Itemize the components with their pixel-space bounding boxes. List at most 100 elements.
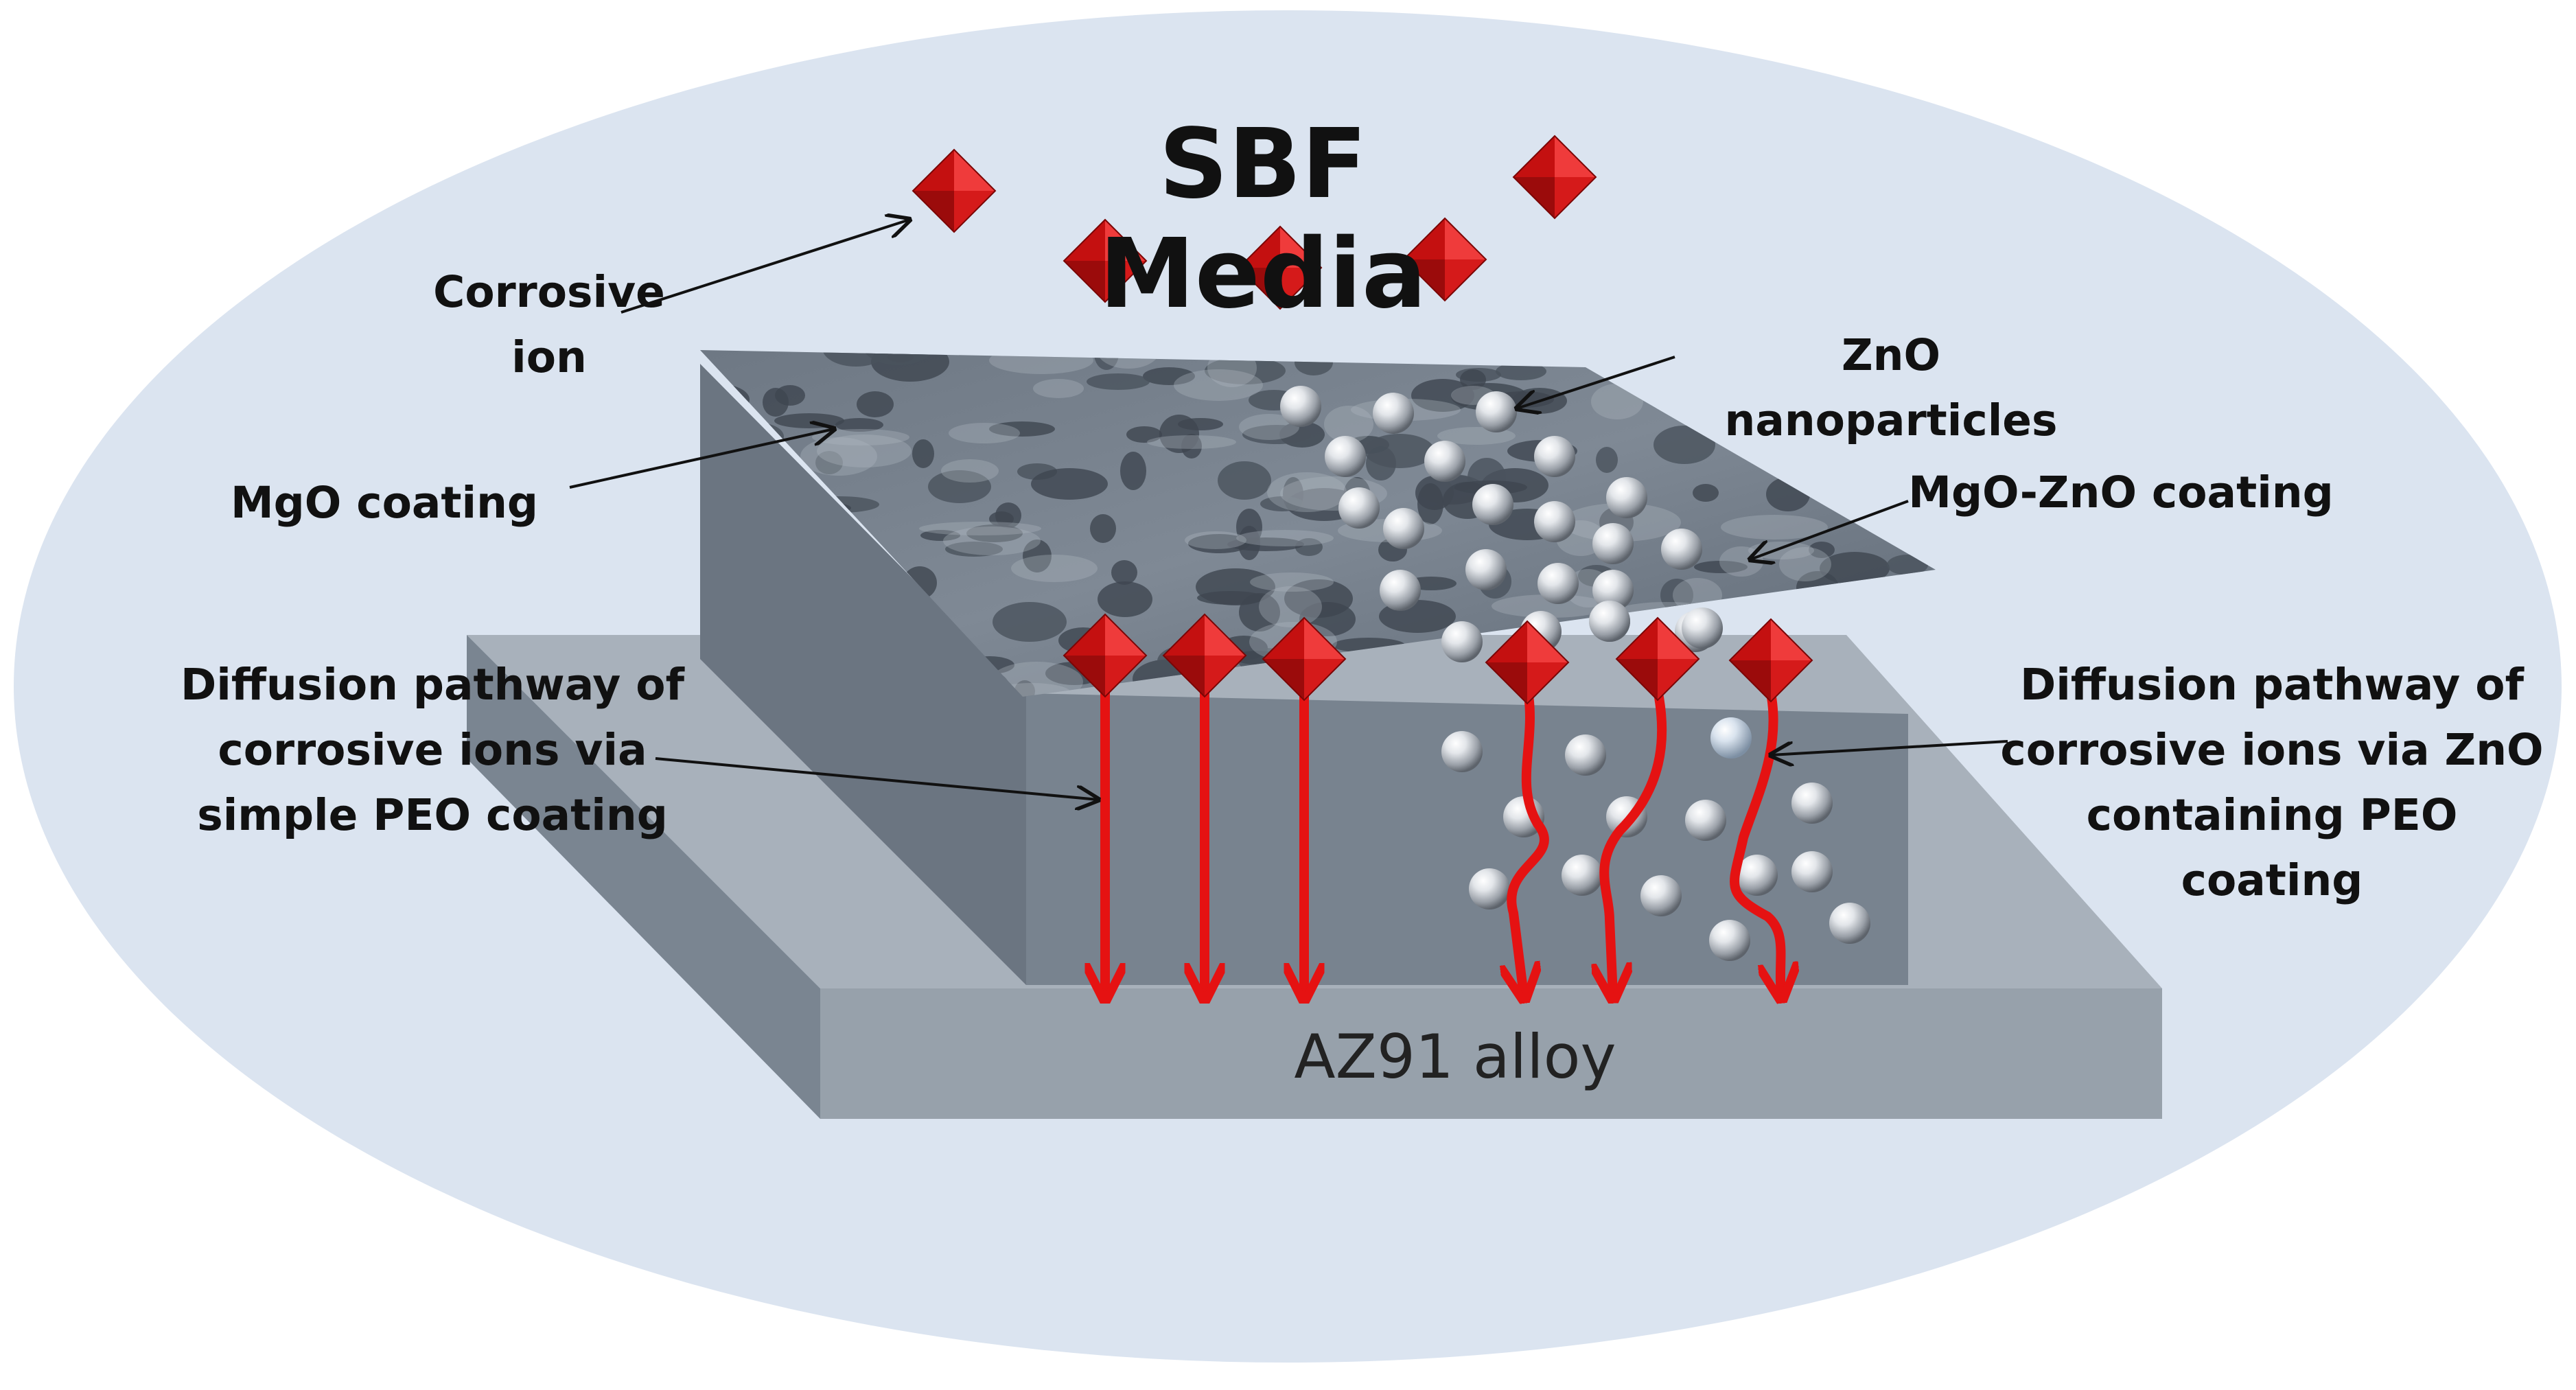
surface-highlight: [1033, 379, 1084, 398]
label-corrosive-ion: Corrosive ion: [433, 267, 665, 382]
pore-mark: [945, 542, 1003, 557]
label-mgo-zno-coating: MgO-ZnO coating: [1908, 467, 2334, 518]
zno-nanoparticle-icon: [1373, 393, 1414, 434]
zno-nanoparticle-icon: [1383, 508, 1424, 549]
pore-mark: [774, 413, 844, 428]
corrosive-ions-group: [912, 135, 1813, 705]
corrosive-ion-icon: [1063, 218, 1148, 303]
pore-mark: [1098, 581, 1152, 617]
pore-mark: [822, 350, 890, 367]
pore-mark: [993, 602, 1067, 642]
surface-highlight: [919, 522, 1041, 535]
pore-mark: [815, 451, 843, 474]
zno-nanoparticles-group: [1280, 386, 1870, 961]
surface-highlight: [949, 423, 1020, 443]
zno-nanoparticle-icon: [1472, 484, 1513, 525]
pore-mark: [989, 511, 1014, 526]
diagram-title: SBF Media: [1099, 108, 1427, 330]
pore-mark: [1090, 514, 1116, 543]
pore-mark: [1188, 534, 1250, 553]
zno-nanoparticle-icon: [1709, 920, 1750, 961]
pore-mark: [1260, 496, 1304, 511]
zno-nanoparticle-icon: [1280, 386, 1321, 427]
zno-nanoparticle-icon: [1534, 436, 1575, 477]
surface-highlight: [1097, 350, 1160, 369]
zno-nanoparticle-icon: [1661, 529, 1702, 570]
zno-nanoparticle-icon: [1791, 783, 1833, 824]
pore-mark: [1143, 367, 1195, 385]
pore-mark: [1596, 447, 1618, 473]
surface-highlight: [1147, 435, 1236, 449]
corrosive-ion-icon: [1063, 613, 1148, 698]
pore-mark: [966, 524, 1023, 542]
leader-line-mgo-coating: [569, 429, 834, 489]
pore-mark: [1087, 373, 1150, 390]
surface-highlight: [1324, 406, 1373, 443]
zno-nanoparticle-icon: [1538, 563, 1579, 604]
corrosive-ion-icon: [1615, 616, 1700, 702]
pore-mark: [1111, 560, 1137, 585]
pore-mark: [1242, 425, 1311, 444]
corrosive-ion-icon: [1262, 616, 1347, 702]
zno-nanoparticle-icon: [1737, 855, 1778, 896]
substrate-front-face: [820, 988, 2162, 1119]
leader-lines: [569, 220, 2008, 800]
zno-nanoparticle-icon: [1565, 734, 1606, 776]
leader-line-diffusion-simple: [655, 757, 1098, 800]
pore-mark: [835, 418, 883, 432]
pore-mark: [1653, 426, 1715, 464]
zno-nanoparticle-icon: [1791, 851, 1833, 892]
leader-line-zno-nanoparticles: [1517, 356, 1675, 408]
surface-highlight: [800, 437, 877, 476]
pore-mark: [1693, 484, 1719, 502]
surface-highlight: [943, 526, 1041, 555]
pore-mark: [1887, 555, 1928, 575]
surface-highlight: [1259, 586, 1322, 627]
surface-highlight: [941, 459, 999, 483]
pore-mark: [857, 391, 894, 417]
substrate-left-face: [467, 635, 820, 1119]
tortuous-diffusion-arrow: [1511, 682, 1549, 995]
corrosive-ion-icon: [1512, 135, 1597, 220]
zno-nanoparticle-icon: [1338, 487, 1380, 529]
zno-nanoparticle-icon: [1589, 601, 1630, 642]
surface-highlight: [1185, 531, 1246, 549]
pore-mark: [1496, 362, 1546, 380]
pore-mark: [912, 439, 934, 468]
pore-mark: [1809, 542, 1835, 558]
zno-nanoparticle-icon: [1325, 436, 1366, 477]
surface-highlight: [1562, 503, 1681, 542]
zno-nanoparticle-icon: [1465, 549, 1507, 590]
pore-mark: [1417, 483, 1443, 524]
label-diffusion-simple: Diffusion pathway of corrosive ions via …: [181, 660, 684, 840]
coating-front-face: [1026, 693, 1908, 985]
pore-mark: [1159, 415, 1199, 453]
leader-line-diffusion-zno: [1771, 740, 2008, 755]
leader-line-corrosive-ion: [620, 220, 909, 314]
zno-nanoparticle-icon: [1380, 570, 1421, 611]
zno-nanoparticle-icon: [1710, 717, 1752, 758]
tortuous-diffusion-arrow: [1604, 685, 1667, 995]
surface-highlight: [1492, 594, 1608, 618]
surface-highlight: [1779, 547, 1831, 581]
diffusion-arrows: [1105, 675, 1781, 995]
pore-mark: [1660, 579, 1693, 612]
pore-mark: [1694, 561, 1748, 573]
leader-line-mgo-zno-coating: [1750, 500, 1909, 559]
zno-nanoparticle-icon: [1592, 523, 1634, 564]
zno-nanoparticle-icon: [1469, 868, 1510, 910]
pore-mark: [1031, 468, 1108, 500]
corrosive-ion-icon: [1728, 618, 1813, 703]
pore-mark: [1197, 591, 1264, 605]
surface-highlight: [1721, 515, 1828, 540]
zno-nanoparticle-icon: [1682, 607, 1723, 649]
pore-mark: [1365, 434, 1435, 468]
pore-mark: [1238, 526, 1260, 560]
label-diffusion-zno: Diffusion pathway of corrosive ions via …: [2000, 660, 2544, 905]
surface-highlight: [1239, 414, 1299, 440]
zno-nanoparticle-icon: [1685, 800, 1726, 841]
zno-nanoparticle-icon: [1829, 903, 1870, 944]
pore-mark: [763, 388, 789, 417]
pore-mark: [1120, 452, 1146, 490]
